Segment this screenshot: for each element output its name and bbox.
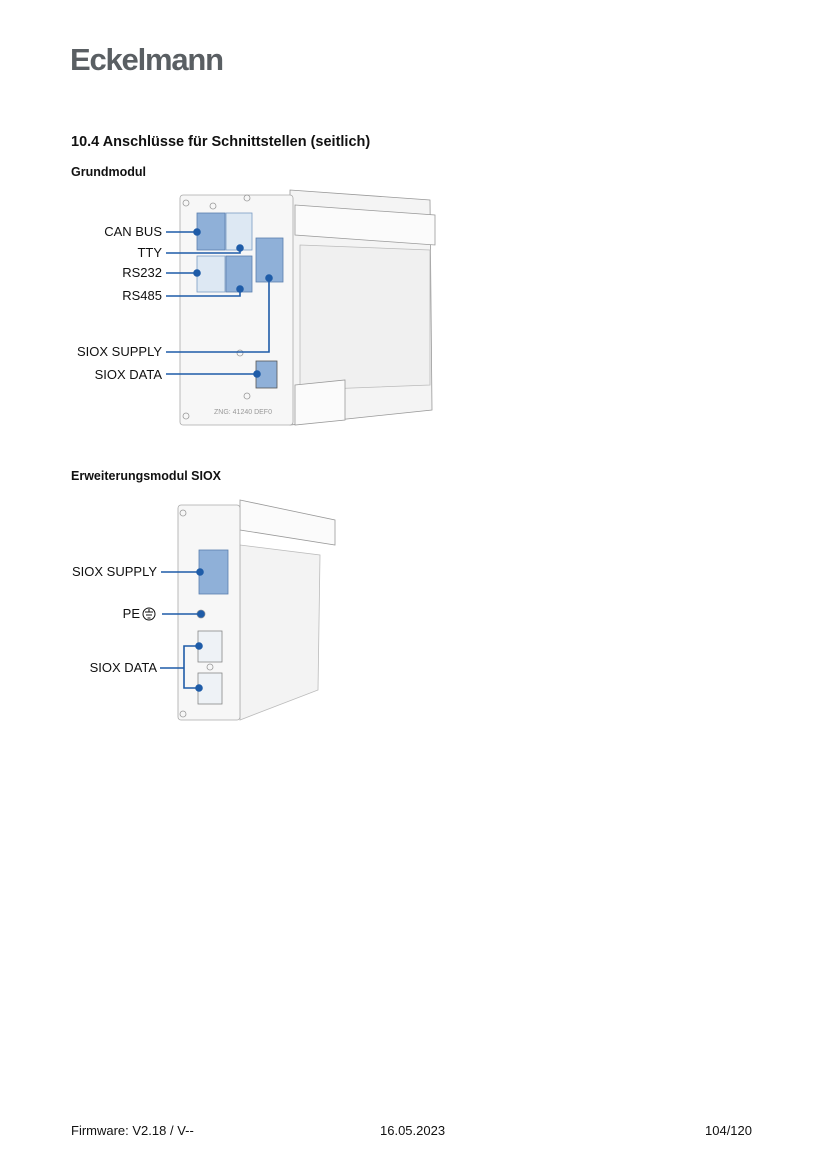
label-siox-data: SIOX DATA xyxy=(94,367,162,382)
label-rs232: RS232 xyxy=(122,265,162,280)
earth-ground-icon xyxy=(142,607,156,621)
figure1-title: Grundmodul xyxy=(71,165,146,179)
label-pe: PE xyxy=(122,606,140,621)
label-siox-supply: SIOX SUPPLY xyxy=(76,344,162,359)
footer-firmware: Firmware: V2.18 / V-- xyxy=(71,1123,194,1138)
label-siox-supply-2: SIOX SUPPLY xyxy=(71,564,157,579)
figure2-title: Erweiterungsmodul SIOX xyxy=(71,469,222,483)
label-can-bus: CAN BUS xyxy=(104,224,162,239)
footer-date: 16.05.2023 xyxy=(380,1123,446,1138)
label-tty: TTY xyxy=(137,245,162,260)
grundmodul-drawing xyxy=(179,189,436,426)
footer-page-number: 104/120 xyxy=(705,1123,752,1138)
label-rs485: RS485 xyxy=(122,288,162,303)
label-siox-data-2: SIOX DATA xyxy=(89,660,157,675)
drawing-number: ZNG: 41240 DEF0 xyxy=(214,409,272,416)
section-heading: 10.4 Anschlüsse für Schnittstellen (seit… xyxy=(71,134,371,150)
eckelmann-logo: Eckelmann xyxy=(70,42,224,77)
siox-leader-lines xyxy=(160,568,205,692)
grundmodul-leader-lines xyxy=(166,228,273,378)
